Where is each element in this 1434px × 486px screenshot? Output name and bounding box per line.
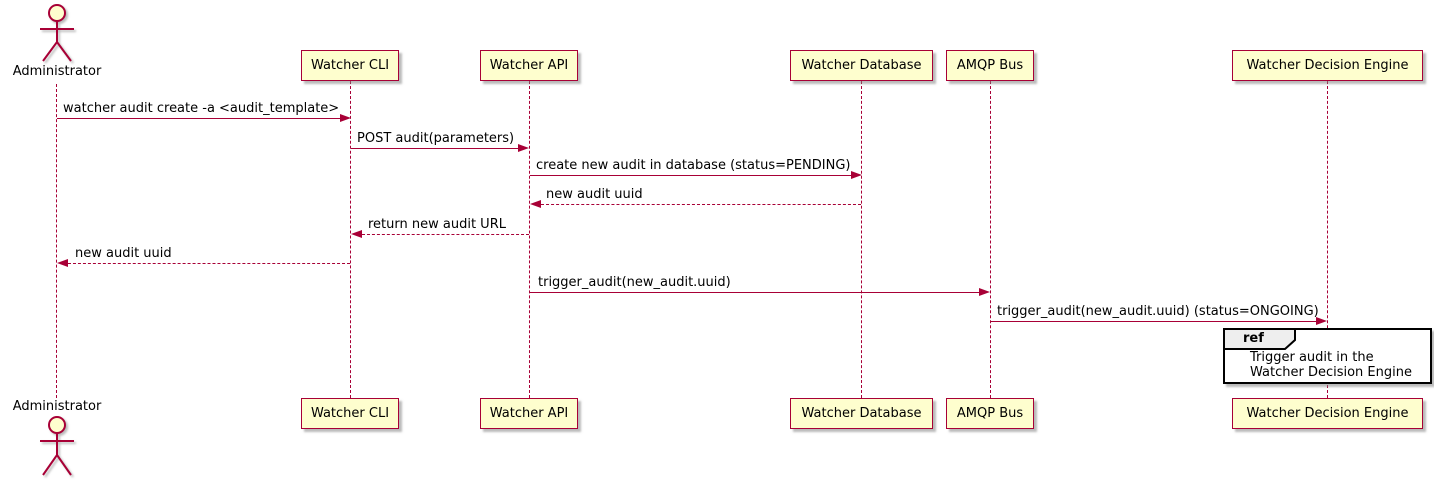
ref-tab: [1223, 328, 1296, 350]
message-1-line: [57, 118, 341, 119]
participant-label: Watcher CLI: [310, 406, 390, 421]
lifeline-watcher-cli: [350, 81, 351, 398]
participant-label: Watcher Decision Engine: [1246, 406, 1409, 421]
administrator-label-top: Administrator: [12, 64, 102, 79]
participant-label: AMQP Bus: [956, 406, 1024, 421]
message-1-label: watcher audit create -a <audit_template>: [63, 101, 340, 116]
lifeline-watcher-decision-engine: [1327, 81, 1328, 398]
participant-watcher-decision-engine-bottom: Watcher Decision Engine: [1232, 398, 1423, 429]
message-2-arrowhead-icon: [518, 144, 529, 152]
participant-label: Watcher Decision Engine: [1246, 58, 1409, 73]
participant-label: Watcher Database: [801, 58, 922, 73]
administrator-label-bottom: Administrator: [12, 399, 102, 414]
participant-watcher-api-top: Watcher API: [480, 50, 578, 81]
participant-label: Watcher API: [489, 58, 569, 73]
message-7-arrowhead-icon: [979, 288, 990, 296]
message-6-line: [68, 263, 350, 264]
lifeline-watcher-database: [861, 81, 862, 398]
message-4-label: new audit uuid: [546, 187, 643, 202]
message-8-line: [990, 321, 1317, 322]
participant-label: Watcher Database: [801, 406, 922, 421]
message-8-arrowhead-icon: [1316, 317, 1327, 325]
message-2-label: POST audit(parameters): [357, 131, 515, 146]
ref-text: Trigger audit in the Watcher Decision En…: [1250, 350, 1412, 380]
message-7-label: trigger_audit(new_audit.uuid): [538, 275, 731, 290]
lifeline-watcher-api: [529, 81, 530, 398]
participant-amqp-bus-top: AMQP Bus: [946, 50, 1034, 81]
message-3-line: [530, 175, 852, 176]
message-1-arrowhead-icon: [340, 114, 351, 122]
ref-fragment: ref Trigger audit in the Watcher Decisio…: [1223, 328, 1432, 384]
participant-amqp-bus-bottom: AMQP Bus: [946, 398, 1034, 429]
administrator-actor-icon: [40, 416, 74, 476]
message-8-label: trigger_audit(new_audit.uuid) (status=ON…: [997, 304, 1319, 319]
message-7-line: [530, 292, 980, 293]
message-3-label: create new audit in database (status=PEN…: [536, 158, 851, 173]
lifeline-administrator: [56, 84, 57, 398]
participant-watcher-decision-engine-top: Watcher Decision Engine: [1232, 50, 1423, 81]
ref-line-1: Trigger audit in the: [1250, 350, 1374, 365]
message-5-line: [362, 234, 529, 235]
participant-label: Watcher API: [489, 406, 569, 421]
ref-keyword: ref: [1243, 331, 1264, 346]
message-5-label: return new audit URL: [368, 217, 506, 232]
lifeline-amqp-bus: [990, 81, 991, 398]
participant-watcher-cli-bottom: Watcher CLI: [301, 398, 399, 429]
message-4-arrowhead-icon: [530, 200, 541, 208]
participant-watcher-cli-top: Watcher CLI: [301, 50, 399, 81]
message-6-arrowhead-icon: [57, 259, 68, 267]
participant-label: Watcher CLI: [310, 58, 390, 73]
ref-line-2: Watcher Decision Engine: [1250, 365, 1412, 380]
message-4-line: [541, 204, 861, 205]
message-6-label: new audit uuid: [75, 246, 172, 261]
participant-label: AMQP Bus: [956, 58, 1024, 73]
participant-watcher-database-top: Watcher Database: [790, 50, 933, 81]
administrator-actor-icon: [40, 4, 74, 62]
message-2-line: [351, 148, 519, 149]
message-3-arrowhead-icon: [851, 171, 862, 179]
participant-watcher-api-bottom: Watcher API: [480, 398, 578, 429]
participant-watcher-database-bottom: Watcher Database: [790, 398, 933, 429]
message-5-arrowhead-icon: [351, 230, 362, 238]
